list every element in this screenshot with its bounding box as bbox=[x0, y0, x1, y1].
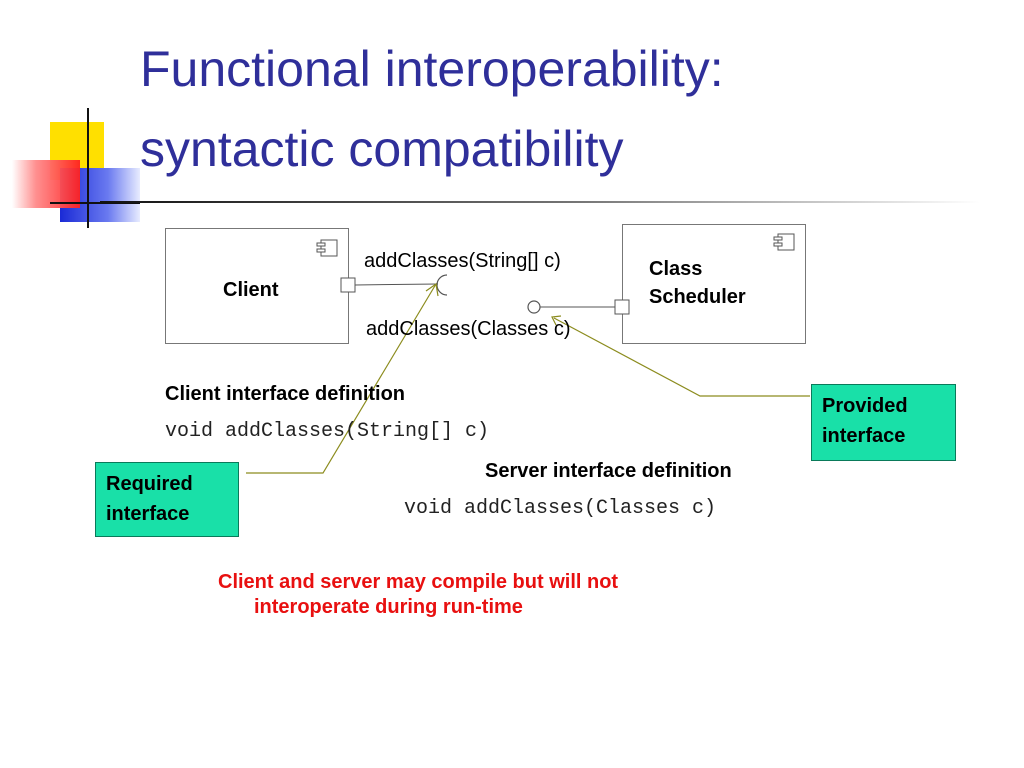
scheduler-label-line-2: Scheduler bbox=[649, 286, 746, 308]
scheduler-label-line-1: Class bbox=[649, 258, 703, 280]
provided-interface-callout: Provided interface bbox=[811, 384, 956, 461]
required-socket bbox=[436, 274, 448, 296]
provided-callout-line-2: interface bbox=[822, 425, 906, 447]
required-connector bbox=[354, 283, 439, 286]
page-title-line-2: syntactic compatibility bbox=[140, 121, 624, 177]
note-line-2: interoperate during run-time bbox=[254, 596, 523, 618]
client-port bbox=[340, 277, 356, 293]
component-icon bbox=[773, 233, 795, 251]
page-title-line-1: Functional interoperability: bbox=[140, 41, 724, 97]
provided-arrowhead bbox=[551, 315, 562, 326]
required-leader-line bbox=[246, 283, 437, 474]
required-interface-callout: Required interface bbox=[95, 462, 239, 537]
provided-leader-line bbox=[553, 317, 810, 397]
class-scheduler-component: Class Scheduler bbox=[622, 224, 806, 344]
client-component: Client bbox=[165, 228, 349, 344]
scheduler-port bbox=[614, 299, 630, 315]
provided-method-label: addClasses(Classes c) bbox=[366, 318, 571, 340]
provided-lollipop bbox=[527, 300, 541, 314]
client-label: Client bbox=[223, 279, 279, 301]
client-interface-heading: Client interface definition bbox=[165, 383, 406, 405]
server-interface-code: void addClasses(Classes c) bbox=[404, 497, 717, 520]
title-underline bbox=[100, 201, 980, 203]
required-callout-line-2: interface bbox=[106, 503, 190, 525]
component-icon bbox=[316, 239, 338, 257]
required-callout-line-1: Required bbox=[106, 473, 193, 495]
note-line-1: Client and server may compile but will n… bbox=[218, 571, 619, 593]
client-interface-code: void addClasses(String[] c) bbox=[165, 420, 490, 443]
provided-callout-line-1: Provided bbox=[822, 395, 908, 417]
required-arrowhead bbox=[425, 282, 439, 297]
runtime-warning-note: Client and server may compile but will n… bbox=[218, 570, 618, 620]
required-method-label: addClasses(String[] c) bbox=[364, 250, 561, 272]
decorative-squares-logo bbox=[12, 108, 140, 228]
server-interface-heading: Server interface definition bbox=[485, 460, 732, 482]
